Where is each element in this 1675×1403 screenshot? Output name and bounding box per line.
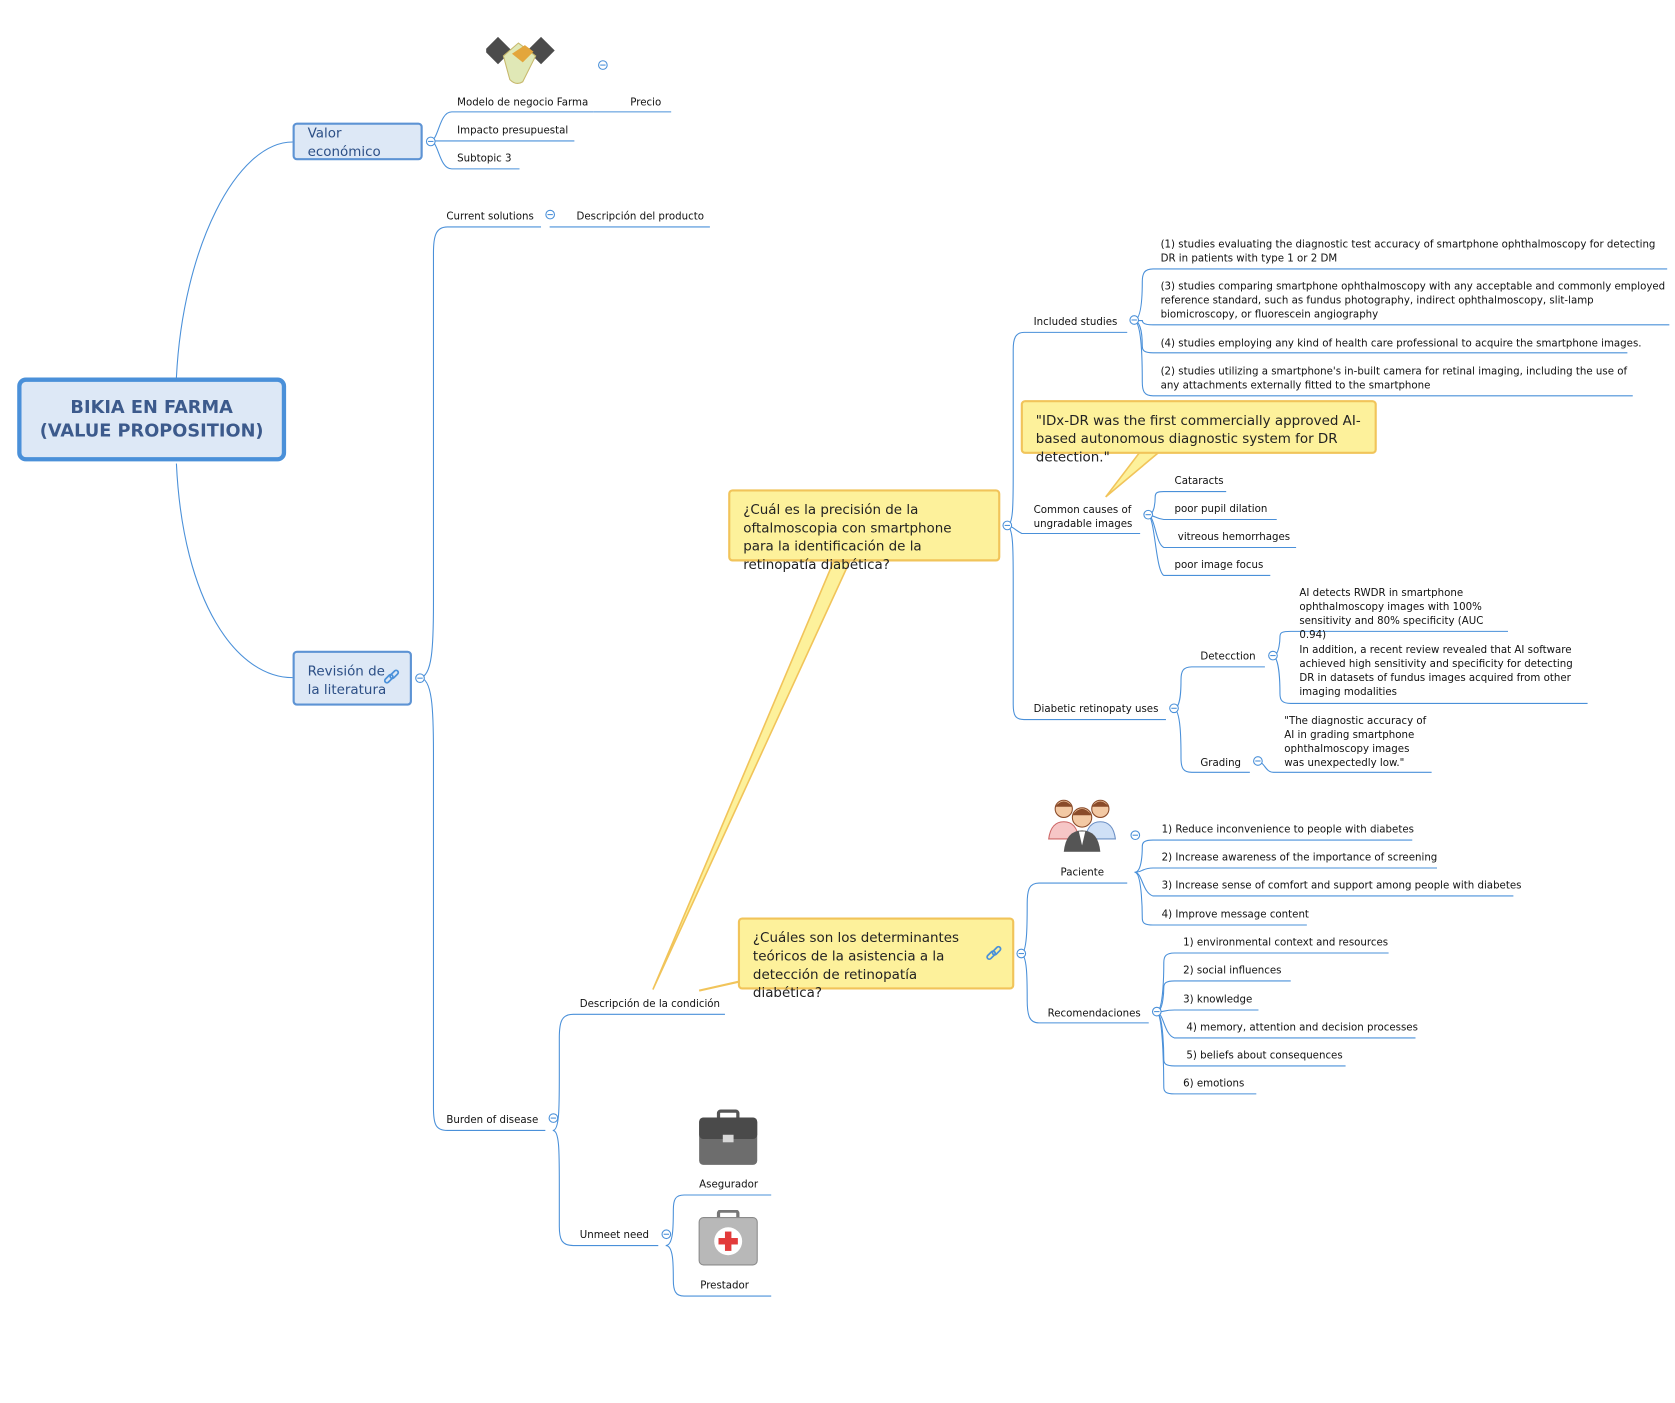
collapse-toggle-unmeet[interactable] (661, 1229, 672, 1240)
node-poor-pupil-dilation[interactable]: poor pupil dilation (1174, 503, 1268, 516)
collapse-toggle-detecction[interactable] (1268, 650, 1278, 661)
node-paciente-3[interactable]: 3) Increase sense of comfort and support… (1161, 879, 1522, 892)
collapse-toggle-q2[interactable] (1016, 948, 1027, 959)
node-rec-2[interactable]: 2) social influences (1183, 964, 1282, 977)
topic-revision-line1: Revisión de (307, 662, 385, 679)
topic-valor-economico[interactable]: Valor económico (292, 122, 423, 161)
people-icon (1048, 799, 1117, 852)
node-burden-of-disease[interactable]: Burden of disease (446, 1114, 539, 1127)
hyperlink-icon-q2[interactable] (985, 945, 1002, 962)
collapse-toggle-current-solutions[interactable] (545, 209, 556, 220)
node-paciente-2[interactable]: 2) Increase awareness of the importance … (1161, 851, 1438, 864)
topic-valor-economico-label: Valor económico (307, 124, 381, 159)
collapse-toggle-causes[interactable] (1143, 509, 1154, 520)
node-grading-quote[interactable]: "The diagnostic accuracy of AI in gradin… (1284, 715, 1427, 770)
node-detection-review[interactable]: In addition, a recent review revealed th… (1299, 644, 1573, 699)
node-included-4[interactable]: (4) studies employing any kind of health… (1160, 337, 1642, 350)
central-topic-line1: BIKIA EN FARMA (70, 396, 233, 418)
node-precio[interactable]: Precio (630, 96, 662, 109)
callout-q2-text: ¿Cuáles son los determinantes teóricos d… (752, 929, 960, 1001)
node-asegurador[interactable]: Asegurador (699, 1178, 759, 1191)
node-grading[interactable]: Grading (1200, 757, 1242, 770)
node-paciente[interactable]: Paciente (1060, 866, 1105, 879)
connector-lines (175, 111, 1670, 1297)
collapse-toggle-paciente-icon[interactable] (1130, 830, 1141, 841)
collapse-toggle-included[interactable] (1129, 315, 1140, 325)
node-subtopic-3[interactable]: Subtopic 3 (457, 152, 512, 165)
node-poor-image-focus[interactable]: poor image focus (1174, 559, 1264, 572)
node-detecction[interactable]: Detecction (1200, 650, 1256, 663)
node-rec-3[interactable]: 3) knowledge (1183, 993, 1253, 1006)
node-rec-5[interactable]: 5) beliefs about consequences (1186, 1049, 1343, 1062)
callout-idx-text: "IDx-DR was the first commercially appro… (1035, 411, 1361, 465)
node-included-studies[interactable]: Included studies (1033, 316, 1118, 329)
collapse-toggle-burden[interactable] (548, 1113, 559, 1123)
central-topic-line2: (VALUE PROPOSITION) (39, 420, 264, 441)
callout-determinantes-teoricos[interactable]: ¿Cuáles son los determinantes teóricos d… (737, 917, 1015, 1000)
collapse-toggle-q1[interactable] (1002, 520, 1013, 531)
hyperlink-icon[interactable] (383, 669, 400, 686)
node-cataracts[interactable]: Cataracts (1174, 475, 1224, 488)
node-rec-4[interactable]: 4) memory, attention and decision proces… (1186, 1021, 1418, 1034)
collapse-toggle-dr-uses[interactable] (1169, 703, 1179, 714)
node-modelo-negocio[interactable]: Modelo de negocio Farma (457, 96, 589, 109)
collapse-toggle-recomendaciones[interactable] (1151, 1006, 1162, 1017)
node-common-causes-line1: Common causes of (1033, 504, 1132, 517)
collapse-toggle-grading[interactable] (1253, 756, 1263, 766)
node-rec-6[interactable]: 6) emotions (1183, 1077, 1245, 1090)
node-impacto-presupuestal[interactable]: Impacto presupuestal (457, 124, 569, 137)
node-included-1[interactable]: (1) studies evaluating the diagnostic te… (1160, 238, 1656, 265)
collapse-toggle-valor[interactable] (425, 136, 436, 147)
node-vitreous-hemorrhages[interactable]: vitreous hemorrhages (1177, 531, 1291, 544)
node-diabetic-retinopaty-uses[interactable]: Diabetic retinopaty uses (1033, 703, 1159, 716)
node-descripcion-condicion[interactable]: Descripción de la condición (579, 998, 721, 1010)
collapse-toggle-revision[interactable] (415, 673, 425, 684)
node-included-2[interactable]: (2) studies utilizing a smartphone's in-… (1160, 365, 1628, 392)
callout-q1-text: ¿Cuál es la precisión de la oftalmoscopi… (743, 501, 952, 573)
node-detection-ai-rwdr[interactable]: AI detects RWDR in smartphone ophthalmos… (1299, 587, 1484, 642)
handshake-icon (486, 36, 555, 84)
briefcase-icon (699, 1109, 758, 1165)
node-paciente-1[interactable]: 1) Reduce inconvenience to people with d… (1161, 823, 1414, 836)
node-rec-1[interactable]: 1) environmental context and resources (1183, 936, 1389, 949)
node-paciente-4[interactable]: 4) Improve message content (1161, 908, 1309, 921)
node-unmeet-need[interactable]: Unmeet need (579, 1229, 650, 1242)
first-aid-kit-icon (698, 1210, 758, 1266)
node-prestador[interactable]: Prestador (700, 1279, 750, 1292)
node-current-solutions[interactable]: Current solutions (446, 210, 534, 223)
collapse-toggle-handshake[interactable] (598, 60, 608, 70)
node-recomendaciones[interactable]: Recomendaciones (1047, 1007, 1141, 1020)
node-common-causes-line2: ungradable images (1033, 518, 1133, 531)
node-included-3[interactable]: (3) studies comparing smartphone ophthal… (1160, 280, 1666, 321)
topic-revision-line2: la literatura (307, 680, 387, 697)
callout-idx-dr[interactable]: "IDx-DR was the first commercially appro… (1020, 400, 1377, 465)
callout-precision-oftalmoscopia[interactable]: ¿Cuál es la precisión de la oftalmoscopi… (728, 489, 1001, 572)
node-common-causes[interactable]: Common causes of ungradable images (1034, 503, 1133, 531)
central-topic[interactable]: BIKIA EN FARMA (VALUE PROPOSITION) (17, 377, 287, 462)
node-descripcion-producto[interactable]: Descripción del producto (576, 210, 704, 223)
